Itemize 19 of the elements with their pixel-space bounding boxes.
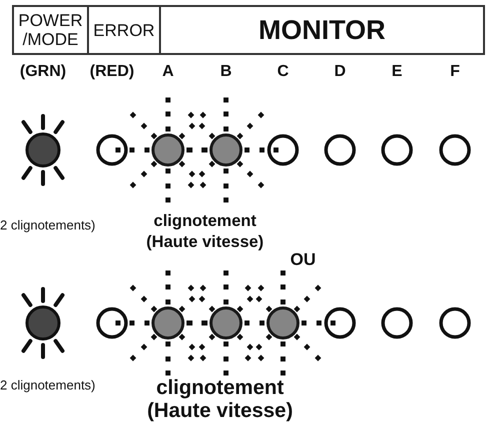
header-cell — [86, 5, 162, 55]
header-cell — [12, 5, 89, 55]
heading-text: MONITOR — [258, 15, 386, 45]
color-label: (GRN) — [20, 63, 66, 81]
column-letter: E — [392, 63, 402, 81]
column-letter: F — [450, 63, 460, 81]
heading-text: ERROR — [93, 20, 155, 40]
heading-text: POWER /MODE — [17, 11, 84, 49]
column-letter: D — [334, 63, 346, 81]
blink-count-note: 2 clignotements) — [0, 378, 96, 392]
header-cell — [159, 5, 485, 55]
or-label: OU — [290, 250, 316, 270]
column-letter: B — [220, 63, 232, 81]
column-letter: C — [277, 63, 289, 81]
blink-speed-note: clignotement (Haute vitesse) — [146, 376, 294, 422]
blink-count-note: 2 clignotements) — [0, 218, 96, 232]
column-letter: A — [162, 63, 174, 81]
color-label: (RED) — [90, 63, 134, 81]
blink-speed-note: clignotement (Haute vitesse) — [145, 211, 265, 253]
